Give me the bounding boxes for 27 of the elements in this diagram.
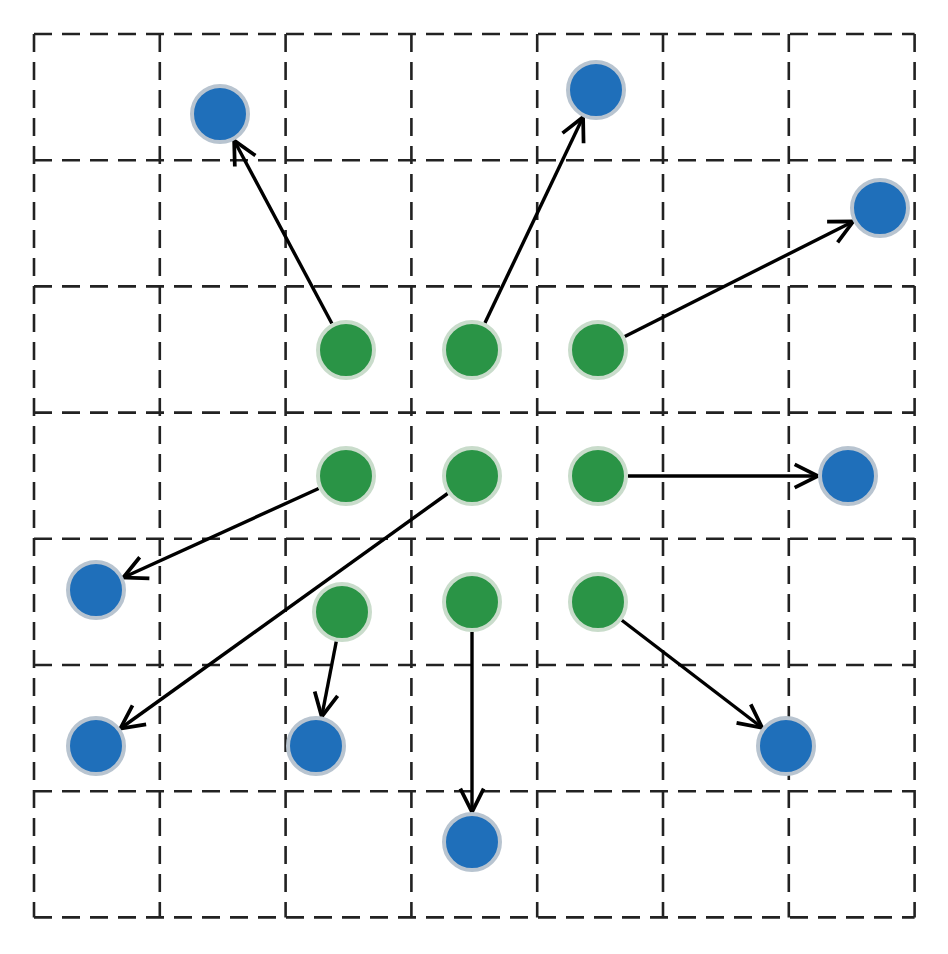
- circle-node: [190, 84, 250, 144]
- circle-node: [568, 572, 628, 632]
- arrow: [121, 486, 320, 581]
- arrow: [624, 219, 856, 339]
- arrow: [312, 641, 340, 719]
- circle-node: [568, 446, 628, 506]
- arrow: [628, 462, 820, 490]
- circle-node: [66, 560, 126, 620]
- circle-node: [442, 320, 502, 380]
- arrow: [458, 632, 486, 814]
- circle-node: [66, 716, 126, 776]
- circle-node: [818, 446, 878, 506]
- circle-node: [442, 446, 502, 506]
- arrow: [483, 115, 586, 324]
- circle-node: [568, 320, 628, 380]
- circle-node: [312, 582, 372, 642]
- circle-node: [316, 446, 376, 506]
- circle-node: [442, 572, 502, 632]
- circle-node: [756, 716, 816, 776]
- circle-node: [316, 320, 376, 380]
- circle-node: [850, 178, 910, 238]
- circle-node: [566, 60, 626, 120]
- arrow: [232, 138, 334, 325]
- circle-node: [286, 716, 346, 776]
- arrow: [118, 492, 449, 731]
- arrow: [620, 618, 765, 730]
- circle-node: [442, 812, 502, 872]
